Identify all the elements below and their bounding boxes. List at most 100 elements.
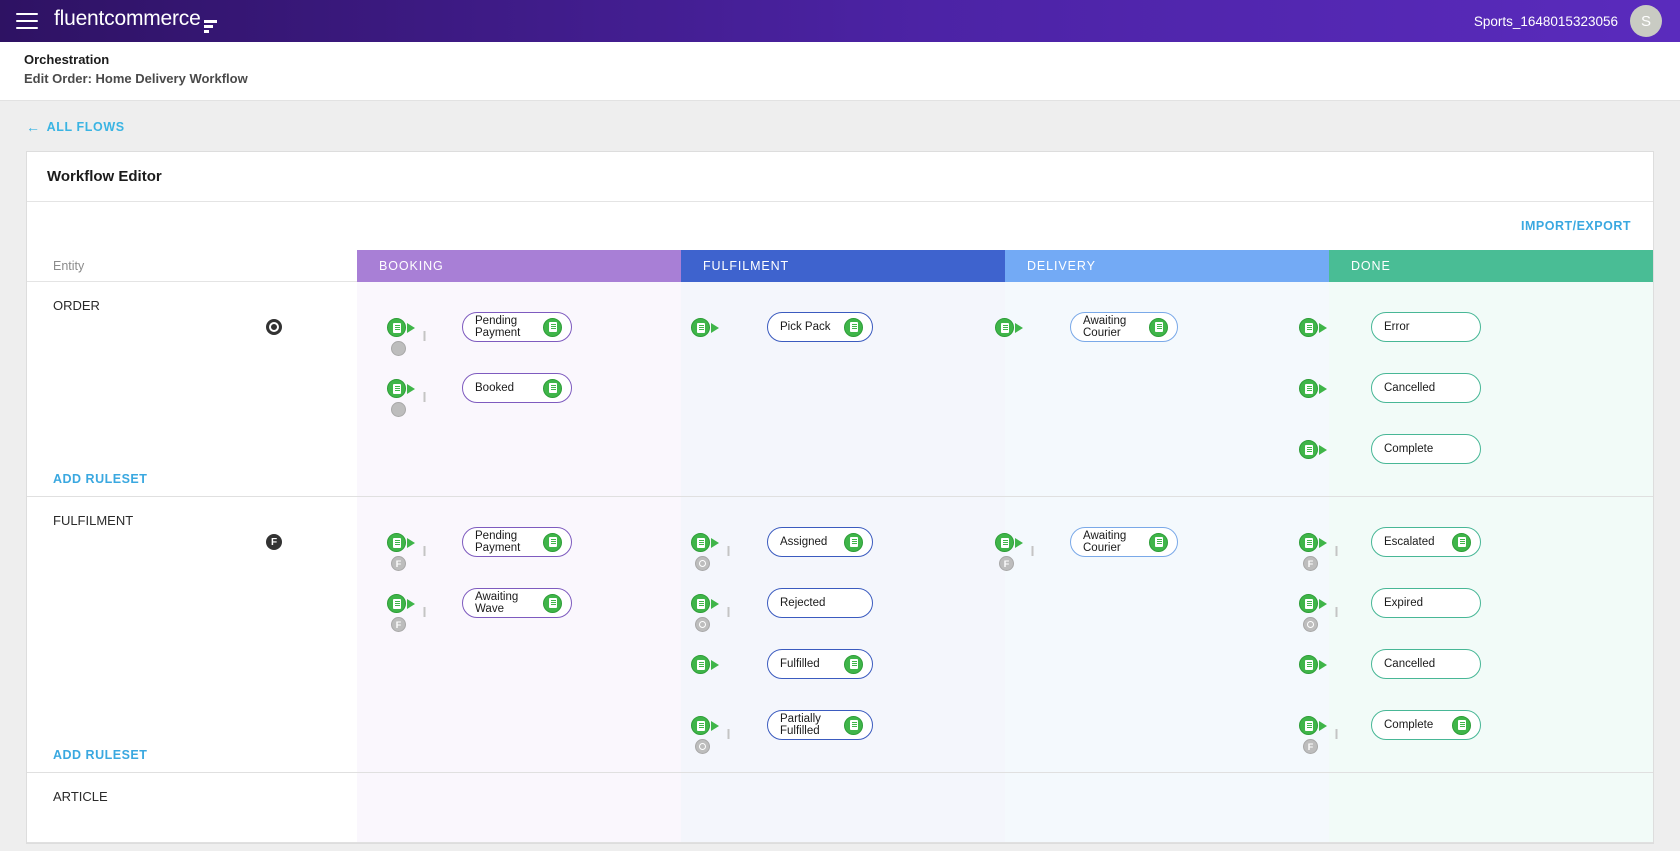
ruleset-icon xyxy=(1299,318,1318,337)
all-flows-back-link[interactable]: ← ALL FLOWS xyxy=(26,119,125,135)
ruleset-icon[interactable] xyxy=(844,532,863,552)
entity-badge-fulfilment xyxy=(391,402,406,417)
workflow-state-node[interactable]: Cancelled xyxy=(1371,373,1481,403)
workflow-state-label: Rejected xyxy=(780,597,826,609)
flow-canvas-article[interactable] xyxy=(27,773,1653,842)
workflow-state-node[interactable]: Awaiting Courier xyxy=(1070,312,1178,342)
arrow-icon xyxy=(711,598,719,609)
transition-ruleset-icon[interactable] xyxy=(995,318,1023,337)
workflow-state-node[interactable]: Complete xyxy=(1371,434,1481,464)
workflow-state-node[interactable]: Pending Payment xyxy=(462,527,572,557)
transition-ruleset-icon[interactable] xyxy=(691,655,719,674)
workflow-state-node[interactable]: Booked xyxy=(462,373,572,403)
transition-ruleset-icon[interactable] xyxy=(1299,533,1327,552)
ruleset-icon xyxy=(387,594,406,613)
ruleset-icon[interactable] xyxy=(844,654,863,674)
add-ruleset-fulfilment[interactable]: ADD RULESET xyxy=(53,748,148,762)
brand-logo[interactable]: fluentcommerce xyxy=(54,7,217,35)
transition-ruleset-icon[interactable] xyxy=(387,318,415,337)
row-entity-label-order: ORDER xyxy=(53,298,100,313)
ruleset-icon[interactable] xyxy=(1149,317,1168,337)
ruleset-icon xyxy=(387,318,406,337)
transition-ruleset-icon[interactable] xyxy=(995,533,1023,552)
ruleset-icon[interactable] xyxy=(543,593,562,613)
lane-header-fulfilment: FULFILMENT xyxy=(681,250,1005,282)
ruleset-icon[interactable] xyxy=(844,317,863,337)
ruleset-icon[interactable] xyxy=(1452,532,1471,552)
transition-ruleset-icon[interactable] xyxy=(691,533,719,552)
transition-ruleset-icon[interactable] xyxy=(387,594,415,613)
ruleset-icon[interactable] xyxy=(543,532,562,552)
workflow-state-label: Complete xyxy=(1384,719,1434,731)
workflow-row-article: ARTICLE xyxy=(27,773,1653,843)
entity-badge-fulfilment xyxy=(391,341,406,356)
ruleset-icon xyxy=(1299,533,1318,552)
workflow-state-label: Error xyxy=(1384,321,1410,333)
entity-badge-order xyxy=(695,556,710,571)
ruleset-icon xyxy=(691,533,710,552)
brand-name: fluentcommerce xyxy=(54,7,201,30)
import-export-link[interactable]: IMPORT/EXPORT xyxy=(1521,219,1631,233)
ruleset-icon[interactable] xyxy=(1149,532,1168,552)
transition-ruleset-icon[interactable] xyxy=(1299,440,1327,459)
transition-ruleset-icon[interactable] xyxy=(691,318,719,337)
workflow-state-node[interactable]: Fulfilled xyxy=(767,649,873,679)
ruleset-icon[interactable] xyxy=(543,378,562,398)
transition-ruleset-icon[interactable] xyxy=(1299,318,1327,337)
workflow-state-node[interactable]: Error xyxy=(1371,312,1481,342)
arrow-icon xyxy=(711,537,719,548)
lane-header-done: DONE xyxy=(1329,250,1653,282)
workflow-state-label: Cancelled xyxy=(1384,382,1436,394)
arrow-icon xyxy=(711,322,719,333)
hamburger-menu-icon[interactable] xyxy=(16,13,38,29)
flow-start-marker: F xyxy=(266,534,282,550)
back-arrow-icon: ← xyxy=(26,119,41,135)
workflow-state-node[interactable]: Awaiting Courier xyxy=(1070,527,1178,557)
lane-header-delivery: DELIVERY xyxy=(1005,250,1329,282)
transition-ruleset-icon[interactable] xyxy=(691,716,719,735)
arrow-icon xyxy=(711,659,719,670)
transition-ruleset-icon[interactable] xyxy=(387,533,415,552)
ruleset-icon xyxy=(691,318,710,337)
account-name: Sports_1648015323056 xyxy=(1473,13,1618,29)
workflow-state-node[interactable]: Escalated xyxy=(1371,527,1481,557)
workflow-state-node[interactable]: Expired xyxy=(1371,588,1481,618)
add-ruleset-order[interactable]: ADD RULESET xyxy=(53,472,148,486)
ruleset-icon[interactable] xyxy=(844,715,863,735)
workflow-state-label: Awaiting Wave xyxy=(475,591,519,615)
logo-mark-icon xyxy=(203,20,217,33)
transition-ruleset-icon[interactable] xyxy=(387,379,415,398)
workflow-state-label: Escalated xyxy=(1384,536,1435,548)
ruleset-icon[interactable] xyxy=(543,317,562,337)
workflow-state-label: Pending Payment xyxy=(475,315,521,339)
transition-ruleset-icon[interactable] xyxy=(1299,655,1327,674)
transition-ruleset-icon[interactable] xyxy=(1299,379,1327,398)
workflow-state-node[interactable]: Assigned xyxy=(767,527,873,557)
arrow-icon xyxy=(1015,537,1023,548)
transition-ruleset-icon[interactable] xyxy=(1299,716,1327,735)
entity-badge-order xyxy=(1303,617,1318,632)
avatar[interactable]: S xyxy=(1630,5,1662,37)
workflow-state-node[interactable]: Rejected xyxy=(767,588,873,618)
entity-badge-order xyxy=(695,739,710,754)
arrow-icon xyxy=(407,322,415,333)
arrow-icon xyxy=(1319,598,1327,609)
workflow-state-node[interactable]: Pending Payment xyxy=(462,312,572,342)
ruleset-icon xyxy=(691,594,710,613)
page-header: Orchestration Edit Order: Home Delivery … xyxy=(0,42,1680,101)
lane-header-booking: BOOKING xyxy=(357,250,681,282)
workflow-state-node[interactable]: Pick Pack xyxy=(767,312,873,342)
arrow-icon xyxy=(1015,322,1023,333)
transition-ruleset-icon[interactable] xyxy=(691,594,719,613)
workflow-state-node[interactable]: Cancelled xyxy=(1371,649,1481,679)
ruleset-icon xyxy=(387,379,406,398)
workflow-state-node[interactable]: Complete xyxy=(1371,710,1481,740)
workflow-state-node[interactable]: Awaiting Wave xyxy=(462,588,572,618)
transition-ruleset-icon[interactable] xyxy=(1299,594,1327,613)
workflow-state-node[interactable]: Partially Fulfilled xyxy=(767,710,873,740)
arrow-icon xyxy=(1319,322,1327,333)
ruleset-icon[interactable] xyxy=(1452,715,1471,735)
